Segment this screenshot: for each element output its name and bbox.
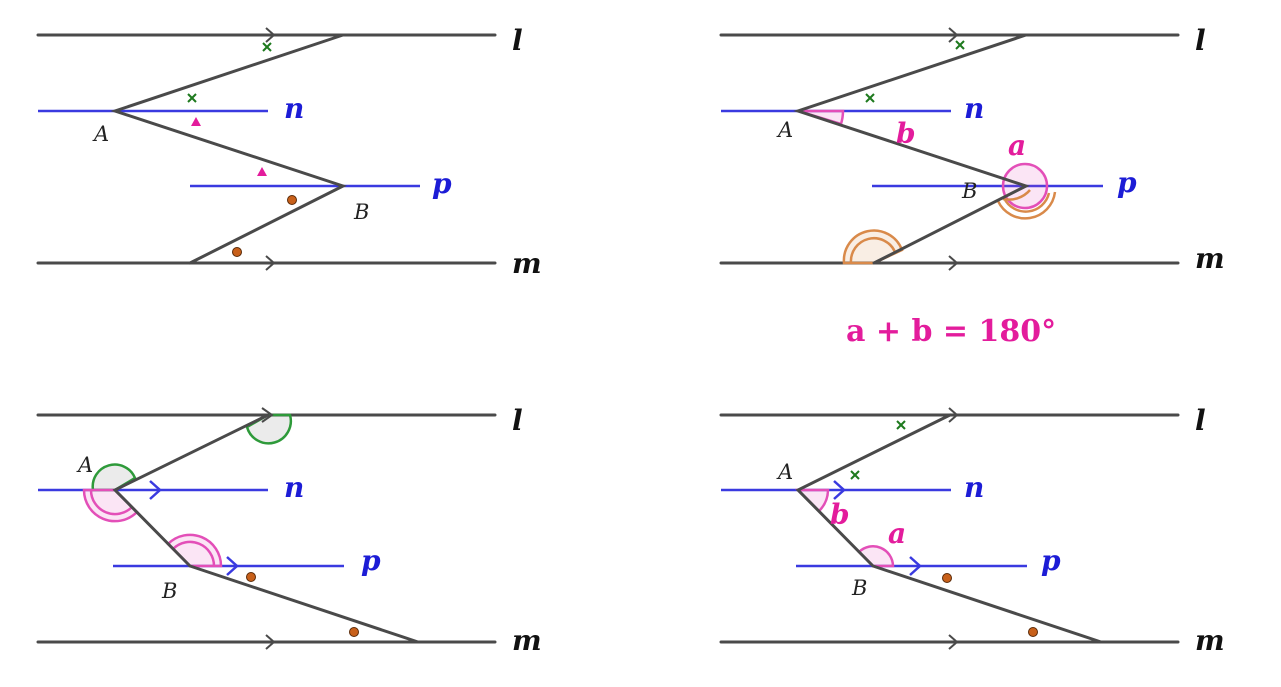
label-line-l: l [512, 404, 523, 437]
top-left-panel: l m n p A B [36, 24, 542, 280]
dot-mark [232, 247, 242, 257]
zigzag-transversal [793, 33, 1030, 265]
dot-mark [1028, 627, 1038, 637]
bottom-left-panel: l m n p A B [36, 404, 542, 657]
equation-label: a + b = 180° [846, 314, 1056, 349]
label-line-n: n [284, 471, 304, 504]
parallel-arrow-blue [226, 556, 239, 576]
label-line-n: n [964, 471, 984, 504]
label-angle-b: b [830, 498, 850, 531]
label-line-m: m [512, 247, 542, 280]
cross-mark [865, 93, 875, 103]
angle-arc-green [245, 413, 293, 445]
zigzag-transversal [112, 413, 420, 644]
label-angle-a: a [888, 517, 906, 550]
label-point-b: B [353, 200, 369, 224]
dot-mark [942, 573, 952, 583]
parallel-arrow-blue [149, 480, 162, 500]
cross-mark [850, 470, 860, 480]
top-right-panel: l m n p A B a b a + b = 180° [719, 24, 1225, 349]
label-line-m: m [1195, 242, 1225, 275]
angle-arc-green [91, 463, 137, 492]
cross-mark [955, 40, 965, 50]
bottom-right-panel: l m n p A B a b [719, 404, 1225, 657]
cross-mark [187, 93, 197, 103]
triangle-mark [191, 117, 201, 126]
cross-mark [262, 42, 272, 52]
label-line-l: l [1195, 24, 1206, 57]
label-line-n: n [284, 92, 304, 125]
parallel-arrow-blue [909, 556, 922, 576]
label-line-l: l [1195, 404, 1206, 437]
triangle-mark [257, 167, 267, 176]
label-line-p: p [432, 167, 452, 200]
label-point-a: A [776, 460, 793, 484]
label-angle-a: a [1008, 129, 1026, 162]
dot-mark [287, 195, 297, 205]
label-line-p: p [1041, 544, 1061, 577]
dot-mark [349, 627, 359, 637]
parallel-arrow [265, 634, 276, 650]
label-angle-b: b [896, 117, 916, 150]
label-point-a: A [776, 118, 793, 142]
label-line-m: m [1195, 624, 1225, 657]
label-point-a: A [92, 122, 109, 146]
label-line-p: p [361, 544, 381, 577]
label-line-l: l [512, 24, 523, 57]
label-point-a: A [76, 453, 93, 477]
parallel-arrow [948, 634, 959, 650]
label-point-b: B [161, 579, 177, 603]
parallel-arrow [265, 255, 276, 271]
angle-arc-orange [1002, 192, 1051, 213]
zigzag-transversal [110, 33, 347, 265]
zigzag-transversal [795, 413, 1103, 644]
parallel-arrow [948, 407, 959, 423]
label-line-p: p [1117, 166, 1137, 199]
parallel-arrow [261, 407, 274, 423]
label-line-n: n [964, 92, 984, 125]
parallel-arrow [948, 255, 959, 271]
angle-arc-a [857, 545, 895, 568]
dot-mark [246, 572, 256, 582]
angle-arc-orange [849, 236, 897, 264]
angle-arc-pink-double [172, 540, 216, 567]
parallel-arrow-blue [833, 480, 846, 500]
label-line-m: m [512, 624, 542, 657]
angle-arc-pink-double [89, 489, 133, 516]
cross-mark [896, 420, 906, 430]
angle-arc-orange [996, 191, 1057, 220]
label-point-b: B [851, 576, 867, 600]
label-point-b: B [961, 179, 977, 203]
parallel-arrow [948, 27, 959, 43]
parallel-arrow [265, 27, 276, 43]
